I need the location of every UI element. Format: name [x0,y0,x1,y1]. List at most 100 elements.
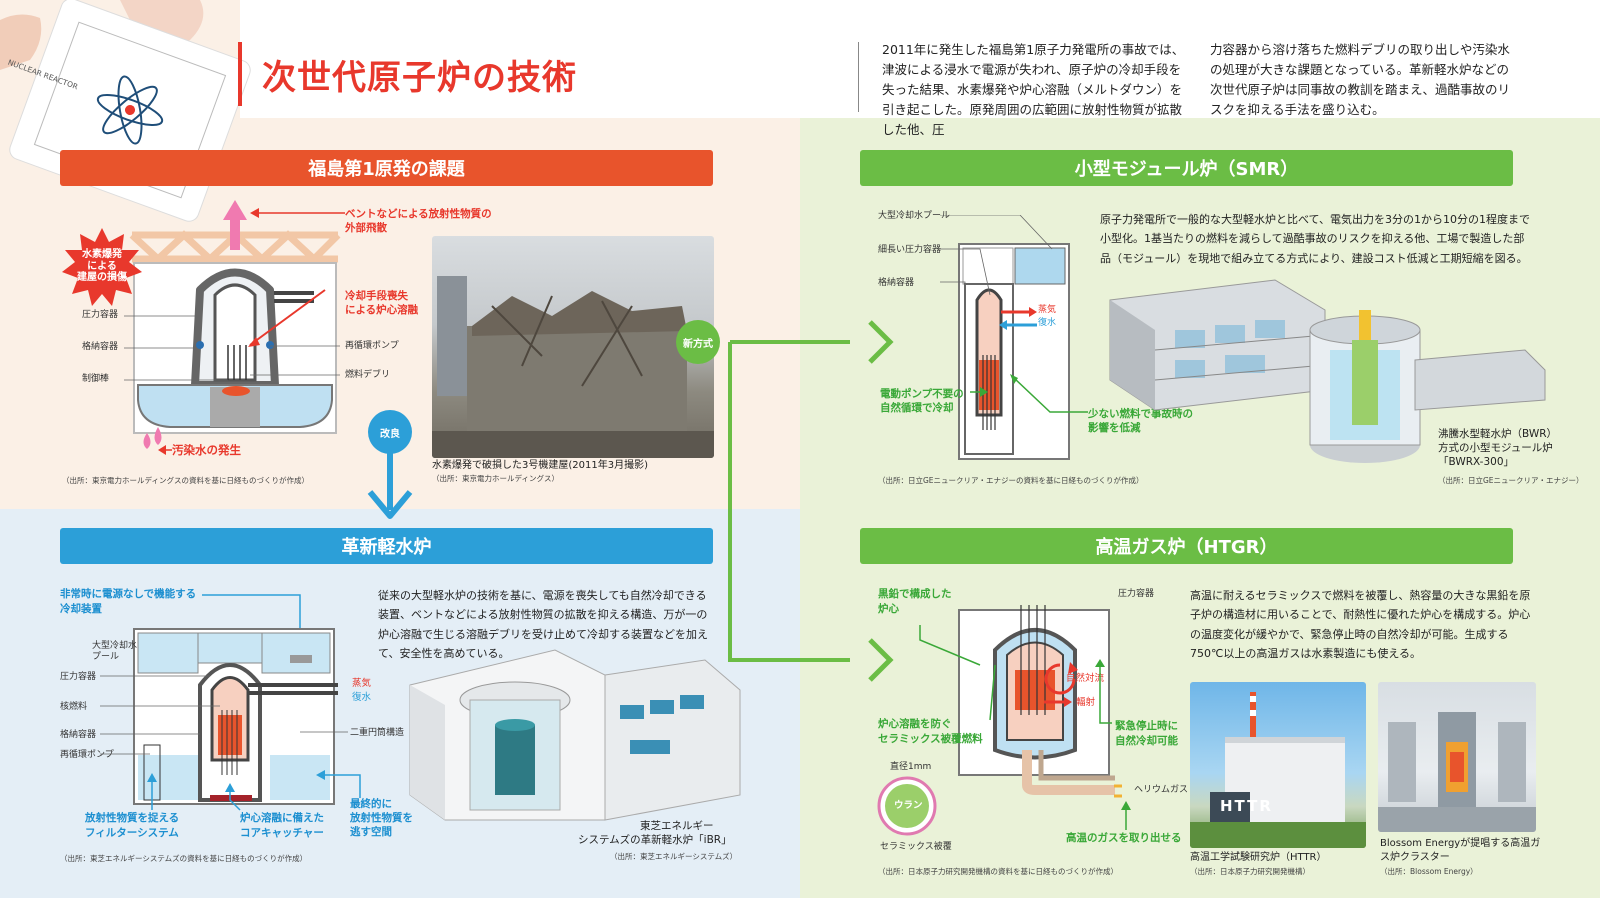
smr-source: （出所：日立GEニュークリア・エナジーの資料を基に日経ものづくりが作成） [878,476,1144,485]
ibr-plant-illustration [409,649,741,821]
ilwr-description: 従来の大型軽水炉の技術を基に、電源を喪失しても自然冷却できる装置、ベントなどによ… [378,589,708,660]
photo-caption: 水素爆発で破損した3号機建屋(2011年3月撮影) [432,460,648,471]
helium-label: ヘリウムガス [1134,785,1189,795]
htgr-green-leaders [919,625,1112,724]
ilwr-emergency-label-1: 非常時に電源なしで機能する [60,588,197,600]
ilwr-label-double: 二重円筒構造 [350,728,405,738]
natural-flow-icon [1044,662,1078,707]
ilwr-label-containment: 格納容器 [60,730,97,740]
uranium-label: ウラン [894,800,923,811]
ilwr-catcher-label-1: 炉心溶融に備えた [240,812,324,824]
smr-natural-label-1: 電動ポンプ不要の [880,388,964,400]
ilwr-label-pressure: 圧力容器 [60,672,97,682]
smr-label-vessel: 細長い圧力容器 [878,245,942,255]
htgr-banner: 高温ガス炉（HTGR） [860,528,1513,564]
ilwr-leader-lines [100,675,348,755]
cooling-label-2: による炉心溶融 [345,304,419,316]
httr-photo [1190,682,1366,848]
blossom-caption-2: ス炉クラスター [1380,852,1450,863]
htgr-ceramic-label-1: 炉心溶融を防ぐ [878,718,952,730]
contaminated-water-label: 汚染水の発生 [172,443,241,457]
ilwr-label-fuel: 核燃料 [60,702,88,712]
cooling-label-1: 冷却手段喪失 [345,290,408,302]
new-method-tag: 新方式 [676,320,720,364]
ibr-caption-2: システムズの革新軽水炉「iBR」 [578,834,732,846]
building-damage-photo [432,236,714,458]
htgr-source: （出所：日本原子力研究開発機構の資料を基に日経ものづくりが作成） [878,867,1118,876]
htgr-radiation-label: 輻射 [1076,697,1096,708]
httr-caption: 高温工学試験研究炉（HTTR） [1190,852,1327,863]
new-method-connector [728,320,894,682]
title-accent-bar [238,42,242,106]
explosion-burst-icon [62,228,142,306]
htgr-diameter-label: 直径1mm [890,762,932,772]
smr-caption-2: 方式の小型モジュール炉 [1438,442,1553,454]
fuel-particle-icon [877,776,937,836]
blossom-source: （出所：Blossom Energy） [1380,867,1478,876]
smr-less-fuel-label-1: 少ない燃料で事故時の [1088,408,1193,420]
smr-less-fuel-label-2: 影響を低減 [1088,422,1141,434]
ilwr-catcher-label-2: コアキャッチャー [240,827,324,839]
intro-left-text: 2011年に発生した福島第1原子力発電所の事故では、津波による浸水で電源が失われ… [882,42,1185,137]
nuclear-card-illustration [0,0,251,222]
hot-gas-label: 高温のガスを取り出せる [1066,832,1182,844]
ilwr-label-pool-2: プール [92,652,120,662]
page-title: 次世代原子炉の技術 [262,58,577,98]
ibr-caption-1: 東芝エネルギー [640,820,714,832]
fukushima-banner: 福島第1原発の課題 [60,150,713,186]
blossom-caption-1: Blossom Energyが提唱する高温ガ [1380,838,1541,849]
vent-label-1: ベントなどによる放射性物質の [345,208,492,220]
ilwr-label-pump: 再循環ポンプ [60,750,114,760]
label-recirc-pump: 再循環ポンプ [345,341,399,351]
ilwr-return-label: 復水 [352,692,372,703]
fukushima-reactor-diagram [124,200,341,449]
vent-arrow-icon [250,208,345,218]
smr-label-pool: 大型冷却水プール [878,211,951,221]
vent-label-2: 外部飛散 [345,222,387,234]
contaminated-arrow-icon [158,445,172,455]
burst-label: 水素爆発 による 建屋の損傷 [77,249,127,283]
ilwr-filter-label-2: フィルターシステム [85,827,179,839]
ilwr-space-label-3: 逃す空間 [350,826,392,838]
intro-divider [858,42,859,112]
smr-natural-label-2: 自然循環で冷却 [880,402,954,414]
ilwr-reactor-diagram [133,628,338,805]
smr-return-label: 復水 [1038,318,1057,328]
ilwr-steam-label: 蒸気 [352,678,372,689]
fukushima-source: （出所：東京電力ホールディングスの資料を基に日経ものづくりが作成） [62,476,309,485]
label-containment: 格納容器 [82,342,119,352]
htgr-emergency-label-2: 自然冷却可能 [1115,735,1178,747]
label-control-rod: 制御棒 [82,374,110,384]
ilwr-label-pool-1: 大型冷却水 [92,641,138,651]
htgr-description: 高温に耐えるセラミックスで燃料を被覆し、熱容量の大きな黒鉛を原子炉の構造材に用い… [1190,589,1531,660]
blossom-photo [1378,682,1536,832]
smr-banner: 小型モジュール炉（SMR） [860,150,1513,186]
htgr-ceramic-label-2: セラミックス被覆燃料 [878,733,983,745]
header-strip [240,0,1600,118]
label-fuel-debris: 燃料デブリ [345,370,391,380]
hot-gas-arrow-icon [1121,801,1131,830]
htgr-graphite-label-2: 炉心 [878,603,899,615]
helium-arrow-icon [1114,784,1122,798]
ceramic-coat-label: セラミックス被覆 [880,842,952,852]
ilwr-space-label-2: 放射性物質を [350,812,413,824]
smr-description: 原子力発電所で一般的な大型軽水炉と比べて、電気出力を3分の1から10分の1程度ま… [1100,213,1530,265]
smr-green-leaders [970,374,1088,413]
smr-label-containment: 格納容器 [878,278,915,288]
smr-caption-1: 沸騰水型軽水炉（BWR） [1438,428,1558,440]
smr-photo-source: （出所：日立GEニュークリア・エナジー） [1438,476,1584,485]
htgr-emergency-label-1: 緊急停止時に [1115,720,1178,732]
intro-right-text: 力容器から溶け落ちた燃料デブリの取り出しや汚染水の処理が大きな課題となっている。… [1210,42,1511,117]
smr-caption-3: 「BWRX-300」 [1438,456,1515,468]
improve-tag: 改良 [368,410,412,454]
ilwr-emergency-label-2: 冷却装置 [60,603,102,615]
smr-reactor-diagram [958,243,1070,460]
httr-source: （出所：日本原子力研究開発機構） [1190,867,1310,876]
httr-sign: HTTR [1220,797,1273,815]
ilwr-source: （出所：東芝エネルギーシステムズの資料を基に日経ものづくりが作成） [60,854,308,863]
smr-plant-illustration [1109,279,1546,463]
htgr-pressure-label: 圧力容器 [1118,589,1155,599]
smr-leader-lines [940,215,1053,305]
photo-source: （出所：東京電力ホールディングス） [432,474,559,483]
htgr-graphite-label-1: 黒鉛で構成した [878,588,952,600]
